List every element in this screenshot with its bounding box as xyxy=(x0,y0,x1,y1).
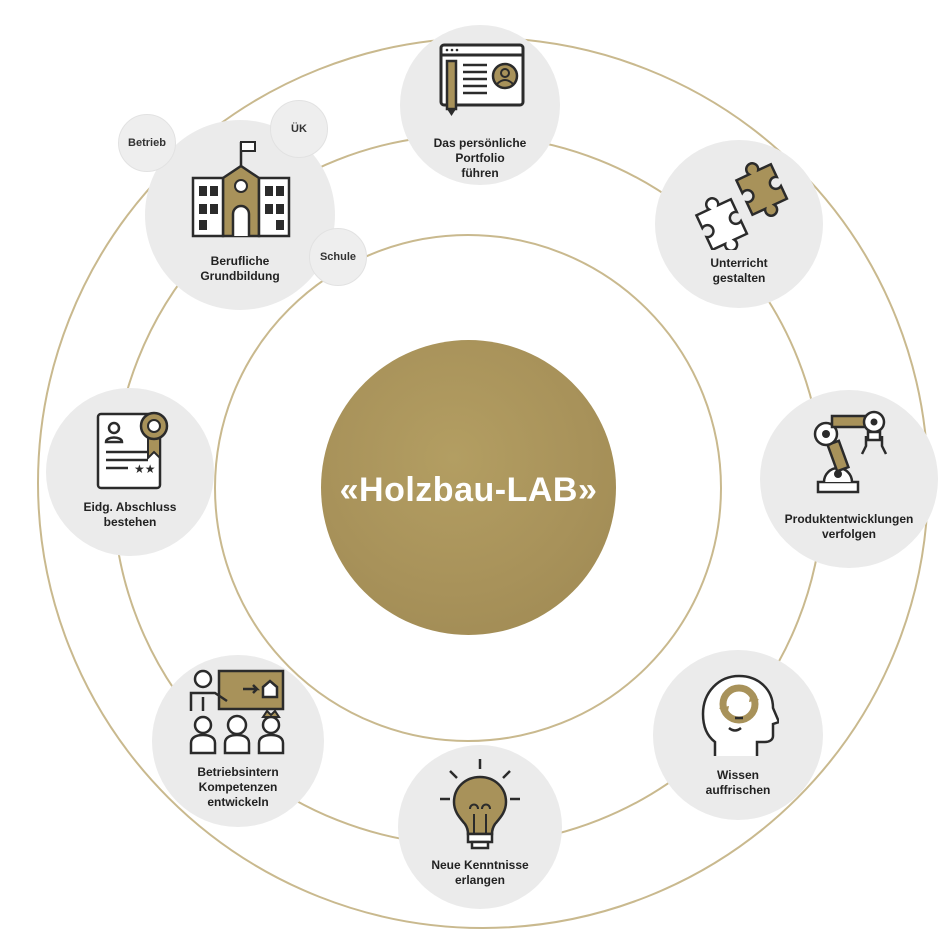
node-portfolio: Das persönliche Portfolio führen xyxy=(400,25,560,185)
node-unterricht: Unterricht gestalten xyxy=(655,140,823,308)
node-abschluss: ★★ Eidg. Abschluss bestehen xyxy=(46,388,214,556)
label-unterricht: Unterricht gestalten xyxy=(710,256,768,285)
label-portfolio: Das persönliche Portfolio führen xyxy=(433,136,527,180)
robot-arm-icon xyxy=(813,410,888,494)
svg-text:★★: ★★ xyxy=(134,462,156,476)
lightbulb-icon xyxy=(440,759,520,850)
portfolio-profile-icon xyxy=(439,43,525,116)
bubble-schule: Schule xyxy=(309,228,367,286)
school-building-icon xyxy=(191,141,291,238)
bubble-betrieb-label: Betrieb xyxy=(128,137,166,149)
center-circle: «Holzbau-LAB» xyxy=(321,340,616,635)
node-produkt: Produktentwicklungen verfolgen xyxy=(760,390,938,568)
node-kenntnisse: Neue Kenntnisse erlangen xyxy=(398,745,562,909)
bubble-betrieb: Betrieb xyxy=(118,114,176,172)
center-title: «Holzbau-LAB» xyxy=(339,471,598,509)
label-grundbildung: Berufliche Grundbildung xyxy=(200,254,280,283)
bubble-schule-label: Schule xyxy=(319,251,357,263)
label-produkt: Produktentwicklungen verfolgen xyxy=(784,512,914,541)
label-kenntnisse: Neue Kenntnisse erlangen xyxy=(431,858,529,887)
label-abschluss: Eidg. Abschluss bestehen xyxy=(83,500,177,529)
label-wissen: Wissen auffrischen xyxy=(705,768,771,797)
head-refresh-icon xyxy=(701,674,779,756)
node-wissen: Wissen auffrischen xyxy=(653,650,823,820)
bubble-uek: ÜK xyxy=(270,100,328,158)
certificate-icon: ★★ xyxy=(96,411,169,490)
bubble-uek-label: ÜK xyxy=(291,123,307,135)
node-betriebsintern: Betriebsintern Kompetenzen entwickeln xyxy=(152,655,324,827)
teacher-class-icon xyxy=(189,669,285,755)
label-betriebsintern: Betriebsintern Kompetenzen entwickeln xyxy=(197,765,279,809)
puzzle-icon xyxy=(694,162,789,250)
inner-ring xyxy=(214,234,722,742)
